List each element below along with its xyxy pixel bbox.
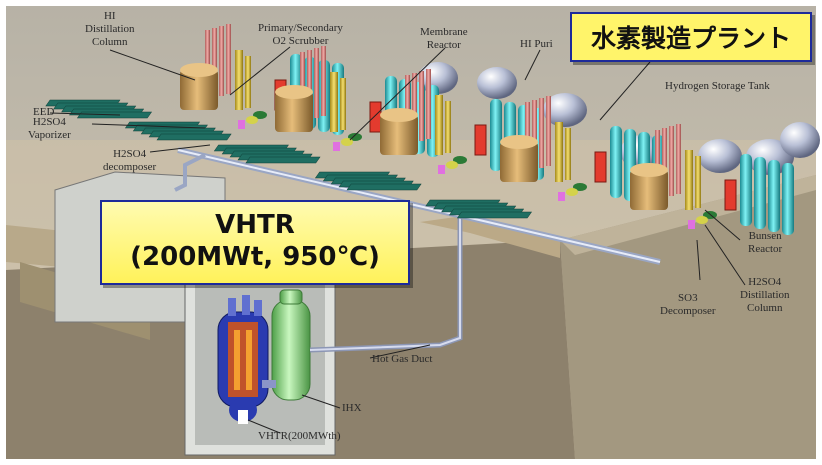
label-membrane-reactor: Membrane Reactor <box>420 26 468 51</box>
scrubber-column <box>330 72 338 132</box>
h2so4-vaporizer-unit <box>558 192 565 201</box>
label-eed: EED <box>33 106 55 118</box>
label-hydrogen-storage-tank: Hydrogen Storage Tank <box>665 80 770 92</box>
vhtr-banner: VHTR (200MWt, 950℃) <box>100 200 410 285</box>
h2so4-vaporizer-unit <box>688 220 695 229</box>
label-vhtr-vessel: VHTR(200MWth) <box>258 430 341 442</box>
hi-column <box>426 69 431 139</box>
label-hi-distillation-column: HI Distillation Column <box>85 10 135 48</box>
label-h2so4-distillation-column: H2SO4 Distillation Column <box>740 276 790 314</box>
vhtr-banner-title: VHTR <box>215 210 295 240</box>
h2so4-vaporizer-unit <box>333 142 340 151</box>
scrubber-column <box>685 150 693 210</box>
storage-cylinder <box>782 163 794 235</box>
eed-stack <box>156 133 232 141</box>
label-o2-scrubber: Primary/Secondary O2 Scrubber <box>258 22 343 47</box>
hi-column <box>419 71 424 141</box>
storage-cylinder <box>754 157 766 229</box>
hi-column <box>669 126 674 196</box>
distillation-vessel <box>275 92 313 132</box>
label-bunsen-reactor: Bunsen Reactor <box>748 230 783 255</box>
hi-column <box>532 100 537 170</box>
hi-column <box>546 96 551 166</box>
pit-wall-right <box>560 175 816 459</box>
label-hot-gas-duct: Hot Gas Duct <box>372 353 433 365</box>
leader-lines <box>49 46 746 434</box>
eed-stack <box>456 211 532 219</box>
membrane-reactor-vessel <box>594 151 607 183</box>
vhtr-reactor-vessel <box>217 295 269 424</box>
storage-cylinder <box>768 160 780 232</box>
label-hi-purifier: HI Puri <box>520 38 553 50</box>
storage-cylinder <box>740 154 752 226</box>
hi-column <box>307 50 312 120</box>
storage-cylinder <box>610 126 622 198</box>
h2so4-vaporizer-unit <box>438 165 445 174</box>
membrane-reactor-vessel <box>474 124 487 156</box>
hi-column <box>412 73 417 143</box>
hi-column <box>212 28 217 98</box>
scrubber-column <box>235 50 243 110</box>
label-ihx: IHX <box>342 402 362 414</box>
distillation-vessel <box>500 142 538 182</box>
h2so4-vaporizer-unit <box>238 120 245 129</box>
hi-column <box>226 24 231 94</box>
hi-column <box>676 124 681 194</box>
hi-column <box>539 98 544 168</box>
scrubber-column <box>435 95 443 155</box>
distillation-vessel <box>380 115 418 155</box>
label-h2so4-decomposer: H2SO4 decomposer <box>103 148 157 173</box>
eed-stack <box>346 183 422 191</box>
trench-right <box>420 215 560 258</box>
process-modules <box>45 24 794 235</box>
vhtr-banner-spec: (200MWt, 950℃) <box>130 242 380 272</box>
hi-column <box>662 128 667 198</box>
eed-stack <box>245 156 321 164</box>
membrane-reactor-vessel <box>724 179 737 211</box>
distillation-vessel <box>630 170 668 210</box>
hydrogen-plant-banner: 水素製造プラント <box>570 12 812 62</box>
label-so3-decomposer: SO3 Decomposer <box>660 292 716 317</box>
ihx-vessel <box>262 289 311 401</box>
storage-cylinder <box>490 99 502 171</box>
distillation-vessel <box>180 70 218 110</box>
membrane-reactor-vessel <box>369 101 382 133</box>
hi-column <box>219 26 224 96</box>
hi-column <box>314 48 319 118</box>
scrubber-column <box>555 122 563 182</box>
hi-column <box>321 46 326 116</box>
label-h2so4-vaporizer: H2SO4 Vaporizer <box>28 116 71 141</box>
